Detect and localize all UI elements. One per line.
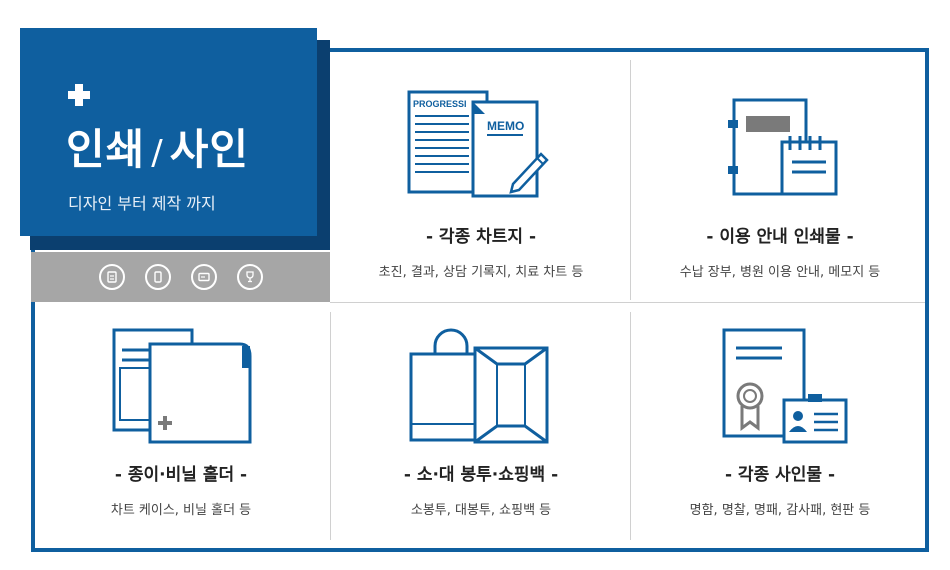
product-title: - 종이·비닐 홀더 - (114, 465, 248, 485)
divider (330, 312, 331, 540)
hero-panel (20, 28, 317, 236)
product-guide-print[interactable]: - 이용 안내 인쇄물 - 수납 장부, 병원 이용 안내, 메모지 등 (631, 96, 929, 280)
clipboard-icon[interactable] (98, 264, 125, 290)
hero-text: 인쇄/사인 디자인 부터 제작 까지 (20, 28, 317, 236)
product-envelope-bag[interactable]: - 소·대 봉투·쇼핑백 - 소봉투, 대봉투, 쇼핑백 등 (332, 326, 630, 518)
plus-icon (68, 84, 90, 106)
product-desc: 소봉투, 대봉투, 쇼핑백 등 (410, 503, 552, 518)
icon-bar (31, 252, 330, 302)
product-desc: 수납 장부, 병원 이용 안내, 메모지 등 (679, 265, 881, 280)
divider (330, 302, 925, 303)
svg-text:PROGRESSI: PROGRESSI (413, 99, 467, 109)
envelope-bag-icon (409, 328, 549, 444)
certificate-icon (722, 328, 848, 444)
product-chart-paper[interactable]: PROGRESSI MEMO - 각종 차트지 - 초진, 결과, 상담 기록지… (332, 88, 630, 280)
product-desc: 초진, 결과, 상담 기록지, 치료 차트 등 (378, 265, 584, 280)
product-title: - 소·대 봉투·쇼핑백 - (403, 465, 559, 485)
page-title: 인쇄/사인 (66, 125, 250, 174)
chart-paper-icon: PROGRESSI MEMO (407, 90, 549, 198)
holder-icon (112, 328, 252, 444)
divider (630, 312, 631, 540)
product-title: - 각종 사인물 - (724, 465, 836, 485)
product-title: - 이용 안내 인쇄물 - (706, 227, 854, 247)
product-desc: 차트 케이스, 비닐 홀더 등 (110, 503, 252, 518)
trophy-icon[interactable] (236, 264, 263, 290)
divider (630, 60, 631, 300)
notebook-icon (728, 98, 838, 196)
product-signage[interactable]: - 각종 사인물 - 명함, 명찰, 명패, 감사패, 현판 등 (631, 326, 929, 518)
phone-icon[interactable] (144, 264, 171, 290)
svg-text:MEMO: MEMO (487, 119, 524, 133)
product-title: - 각종 차트지 - (425, 227, 537, 247)
product-holder[interactable]: - 종이·비닐 홀더 - 차트 케이스, 비닐 홀더 등 (32, 326, 330, 518)
page-subtitle: 디자인 부터 제작 까지 (68, 194, 216, 213)
card-icon[interactable] (190, 264, 217, 290)
product-desc: 명함, 명찰, 명패, 감사패, 현판 등 (689, 503, 871, 518)
